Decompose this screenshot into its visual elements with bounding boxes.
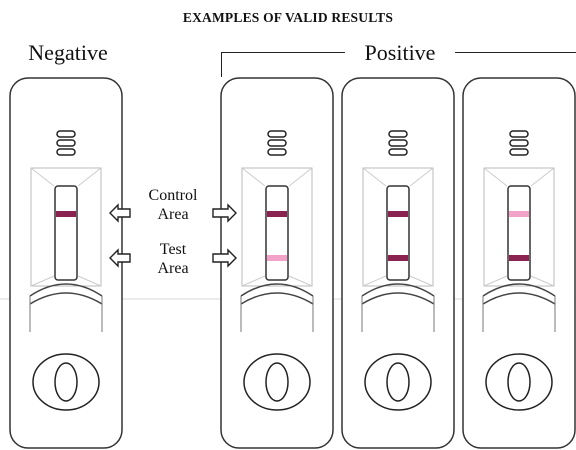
bevel-line [288,167,313,187]
arch-curve [482,292,556,305]
result-window [54,185,78,281]
control-area-label-line1: Control [148,187,198,204]
sample-well-inner [54,362,78,402]
sample-well-inner [265,362,289,402]
control-area-arrow-right [212,203,237,223]
test-area-label: Test Area [128,240,218,278]
test-area-arrow-left [109,248,131,268]
bevel-line [483,167,508,187]
grip-bar-3 [267,148,287,156]
bevel-line [241,167,266,187]
bevel-line [362,275,387,287]
window-frame [30,167,102,287]
arch-curve [29,292,103,305]
grip-bar-3 [56,148,76,156]
test-line [267,255,287,261]
bevel-line [77,275,102,287]
window-frame [362,167,434,287]
negative-label: Negative [28,40,108,65]
cassette-2-positive [220,77,334,449]
control-line [388,211,408,217]
sample-well-inner [386,362,410,402]
cassette-3-positive [341,77,455,449]
arch-curve [29,283,103,297]
grip-bar-2 [267,139,287,147]
bevel-line [530,275,555,287]
control-line [56,211,76,217]
figure-title: EXAMPLES OF VALID RESULTS [182,10,394,25]
control-line [509,211,529,217]
bevel-line [241,275,266,287]
bevel-line [30,275,55,287]
control-line [267,211,287,217]
test-line [388,255,408,261]
result-window [386,185,410,281]
cassette-1-negative [9,77,123,449]
window-frame [483,167,555,287]
cassettes-group [9,77,576,449]
bevel-line [362,167,387,187]
grip-bar-2 [509,139,529,147]
arch-curve [482,283,556,297]
grip-bar-3 [509,148,529,156]
test-line [509,255,529,261]
arch-curve [240,283,314,297]
grip-bar-3 [388,148,408,156]
bevel-line [288,275,313,287]
test-area-label-line1: Test [159,241,187,258]
grip-bar-2 [56,139,76,147]
arch-curve [361,283,435,297]
bevel-line [409,275,434,287]
control-area-label: Control Area [128,186,218,224]
grip-bar-1 [509,130,529,138]
control-area-arrow-left [109,203,131,223]
grip-bar-1 [388,130,408,138]
grip-bar-2 [388,139,408,147]
sample-well-inner [507,362,531,402]
test-area-label-line2: Area [157,260,189,277]
arch-curve [240,292,314,305]
result-window [507,185,531,281]
test-area-arrow-right [212,248,237,268]
control-area-label-line2: Area [157,206,189,223]
window-frame [241,167,313,287]
bevel-line [409,167,434,187]
bevel-line [483,275,508,287]
bevel-line [530,167,555,187]
arch-curve [361,292,435,305]
bevel-line [30,167,55,187]
result-window [265,185,289,281]
grip-bar-1 [56,130,76,138]
grip-bar-1 [267,130,287,138]
cassette-4-positive [462,77,576,449]
positive-label: Positive [345,40,455,66]
bevel-line [77,167,102,187]
